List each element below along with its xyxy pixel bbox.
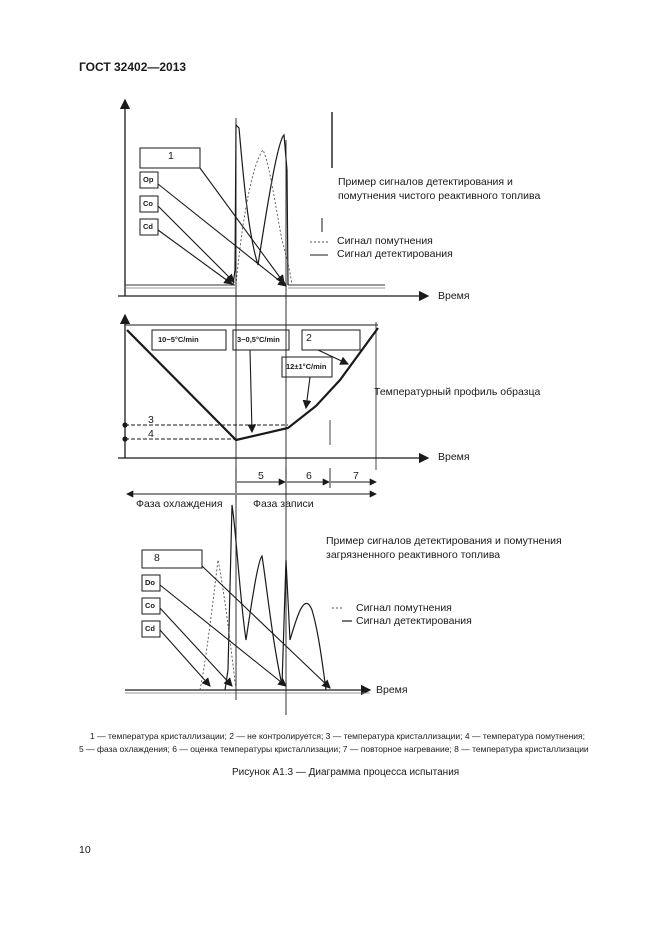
seg6-label: 6 <box>306 470 312 482</box>
rate-cool-box <box>151 329 227 351</box>
top-axis-time: Время <box>438 290 470 302</box>
bottom-arrow-do <box>159 584 287 687</box>
label-2-box <box>301 329 361 351</box>
bottom-box-8 <box>141 549 203 569</box>
top-box-co-label: Co <box>143 199 153 208</box>
rate-record-label: 3−0,5°C/min <box>237 335 280 344</box>
bottom-box-cd-label: Cd <box>145 624 155 633</box>
bottom-box-8-label: 8 <box>154 552 160 564</box>
top-box-1-label: 1 <box>168 150 174 162</box>
bottom-box-co <box>141 597 161 615</box>
legend-line-1: 1 — температура кристаллизации; 2 — не к… <box>90 731 586 741</box>
page-number: 10 <box>79 844 91 856</box>
top-box-cd-label: Cd <box>143 222 153 231</box>
top-box-op <box>139 171 159 189</box>
top-title-line2: помутнения чистого реактивного топлива <box>338 190 541 202</box>
top-legend-detect: Сигнал детектирования <box>337 248 453 260</box>
bottom-box-co-label: Co <box>145 601 155 610</box>
bottom-legend-cloud: Сигнал помутнения <box>356 602 452 614</box>
document-header: ГОСТ 32402—2013 <box>79 60 187 74</box>
bottom-box-do-label: Do <box>145 578 155 587</box>
label-4: 4 <box>148 428 154 440</box>
middle-title: Температурный профиль образца <box>374 386 541 398</box>
bottom-arrow-co <box>159 607 233 687</box>
arrow-rate-record <box>247 349 257 434</box>
top-arrow-co <box>157 205 235 283</box>
bottom-panel <box>125 504 372 696</box>
temperature-profile <box>126 327 379 442</box>
bottom-arrow-8 <box>201 565 331 689</box>
top-box-cd <box>139 218 159 236</box>
top-arrow-1 <box>199 167 285 284</box>
top-legend-cloud: Сигнал помутнения <box>337 235 433 247</box>
rate-reheat-box <box>281 356 333 378</box>
top-cloud-signal <box>235 149 293 286</box>
level-3-dot <box>122 422 128 428</box>
top-box-co <box>139 195 159 213</box>
middle-axis-time: Время <box>438 451 470 463</box>
seg5-label: 5 <box>258 470 264 482</box>
rate-reheat-label: 12±1°C/min <box>286 362 327 371</box>
legend-line-2: 5 — фаза охлаждения; 6 — оценка температ… <box>79 744 589 754</box>
phase-cool-label: Фаза охлаждения <box>136 498 223 510</box>
bottom-axis-time: Время <box>376 684 408 696</box>
bottom-box-do <box>141 574 161 592</box>
top-arrow-op <box>157 183 287 287</box>
bottom-title-line2: загрязненного реактивного топлива <box>326 549 501 561</box>
arrow-rate-reheat <box>302 376 312 410</box>
bottom-title-line1: Пример сигналов детектирования и помутне… <box>326 535 562 547</box>
bottom-arrow-cd <box>159 629 211 687</box>
middle-panel <box>118 313 430 500</box>
top-title-line1: Пример сигналов детектирования и <box>338 176 513 188</box>
bottom-box-cd <box>141 620 161 638</box>
level-4-dot <box>122 436 128 442</box>
label-3: 3 <box>148 414 154 426</box>
top-box-1 <box>139 147 201 169</box>
seg7-label: 7 <box>353 470 359 482</box>
top-detection-signal <box>232 123 289 286</box>
bottom-detection-signal <box>224 504 327 691</box>
phase-record-label: Фаза записи <box>253 498 314 510</box>
bottom-legend-detect: Сигнал детектирования <box>356 615 472 627</box>
top-box-op-label: Op <box>143 175 154 184</box>
rate-cool-label: 10−5°C/min <box>158 335 199 344</box>
arrow-label-2 <box>317 349 349 365</box>
top-arrow-cd <box>157 229 233 285</box>
figure-title: Рисунок А1.3 — Диаграмма процесса испыта… <box>232 767 460 778</box>
rate-record-box <box>232 329 290 351</box>
label-2: 2 <box>306 332 312 344</box>
